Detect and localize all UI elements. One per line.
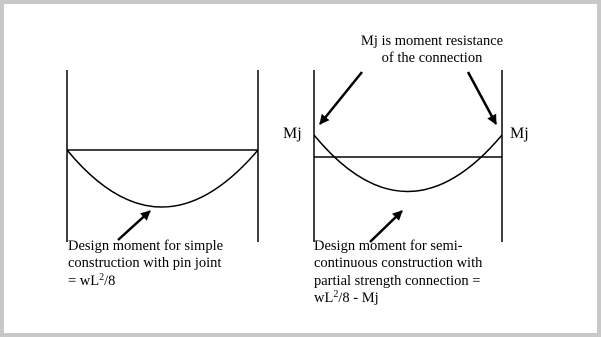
right-moment-label: Mj bbox=[510, 125, 529, 142]
left-caption-line-2: construction with pin joint bbox=[68, 255, 221, 271]
right-caption-line-3: partial strength connection = bbox=[314, 273, 480, 289]
right-pointer-arrow bbox=[369, 210, 403, 243]
right-annotation-line-1: Mj is moment resistance bbox=[361, 33, 503, 49]
right-moment-curve bbox=[313, 134, 503, 193]
right-caption-line-2: continuous construction with bbox=[314, 255, 483, 271]
left-formula-prefix: = wL bbox=[68, 273, 99, 289]
right-caption-line-1: Design moment for semi- bbox=[314, 238, 463, 254]
right-annotation-line-2: of the connection bbox=[382, 50, 483, 66]
right-formula: wL2/8 - Mj bbox=[314, 289, 379, 306]
right-annotation-arrow-right bbox=[466, 71, 498, 125]
right-diagram: Mj is moment resistance of the connectio… bbox=[283, 33, 529, 306]
right-formula-suffix: /8 - Mj bbox=[338, 290, 378, 306]
left-moment-label: Mj bbox=[283, 125, 302, 142]
left-caption-line-1: Design moment for simple bbox=[68, 238, 223, 254]
left-moment-curve bbox=[66, 149, 259, 208]
left-diagram: Design moment for simple construction wi… bbox=[66, 70, 259, 289]
right-annotation-arrow-left bbox=[319, 71, 363, 125]
left-formula-suffix: /8 bbox=[104, 273, 115, 289]
left-formula-exponent: 2 bbox=[99, 272, 104, 283]
left-pointer-arrow bbox=[117, 210, 151, 241]
left-formula: = wL2/8 bbox=[68, 272, 115, 289]
right-formula-exponent: 2 bbox=[333, 289, 338, 300]
right-formula-prefix: wL bbox=[314, 290, 333, 306]
